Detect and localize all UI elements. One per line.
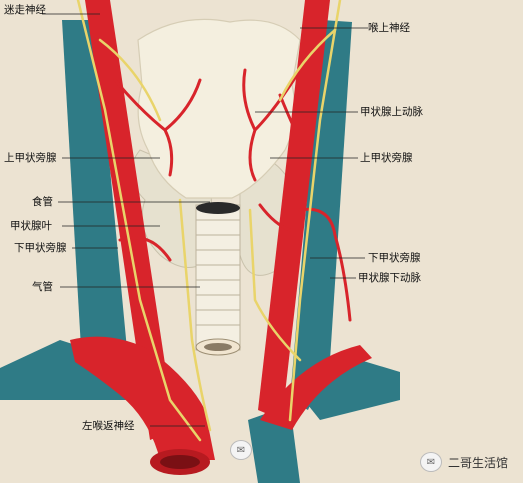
label-vagus-nerve: 迷走神经 — [4, 4, 46, 16]
label-inferior-parathyroid-left: 下甲状旁腺 — [14, 242, 67, 254]
trachea-rings — [196, 219, 240, 326]
left-common-carotid-artery — [85, 0, 175, 440]
left-vagus-nerve — [76, 0, 202, 442]
nerves — [76, 0, 342, 442]
thyroid-artery-branches — [113, 68, 352, 322]
superior-laryngeal-nerve-right — [278, 28, 337, 102]
superior-laryngeal-nerve-left — [98, 38, 162, 122]
label-trachea: 气管 — [32, 281, 53, 293]
label-thyroid-lobe: 甲状腺叶 — [10, 220, 52, 232]
right-subclavian-artery — [260, 345, 372, 430]
leader-lines — [42, 13, 368, 427]
label-superior-thyroid-artery: 甲状腺上动脉 — [360, 106, 423, 118]
label-superior-parathyroid-right: 上甲状旁腺 — [360, 152, 413, 164]
right-common-carotid-artery — [258, 0, 330, 420]
label-superior-laryngeal-nerve: 喉上神经 — [368, 22, 410, 34]
right-vagus-nerve — [288, 0, 342, 422]
right-brachiocephalic-vein — [300, 360, 400, 420]
aortic-arch-lumen — [160, 455, 200, 469]
left-recurrent-laryngeal-nerve — [178, 198, 212, 432]
watermark: ✉ 二哥生活馆 — [420, 452, 508, 472]
watermark-text: 二哥生活馆 — [448, 455, 509, 470]
watermark-left-icon: ✉ — [230, 440, 252, 460]
label-left-recurrent-laryngeal-nerve: 左喉返神经 — [82, 420, 135, 432]
label-inferior-parathyroid-right: 下甲状旁腺 — [368, 252, 421, 264]
esophagus-opening — [196, 202, 240, 214]
label-inferior-thyroid-artery: 甲状腺下动脉 — [358, 272, 421, 284]
left-subclavian-artery — [70, 336, 215, 460]
wechat-icon: ✉ — [230, 440, 252, 460]
wechat-icon: ✉ — [420, 452, 442, 472]
right-recurrent-laryngeal-nerve — [248, 208, 302, 362]
trachea-lumen-inner — [204, 343, 232, 351]
trachea — [195, 204, 241, 351]
label-superior-parathyroid-left: 上甲状旁腺 — [4, 152, 57, 164]
label-esophagus: 食管 — [32, 196, 53, 208]
left-internal-jugular-vein — [62, 20, 128, 400]
right-internal-jugular-vein — [290, 20, 352, 410]
larynx — [137, 18, 301, 199]
